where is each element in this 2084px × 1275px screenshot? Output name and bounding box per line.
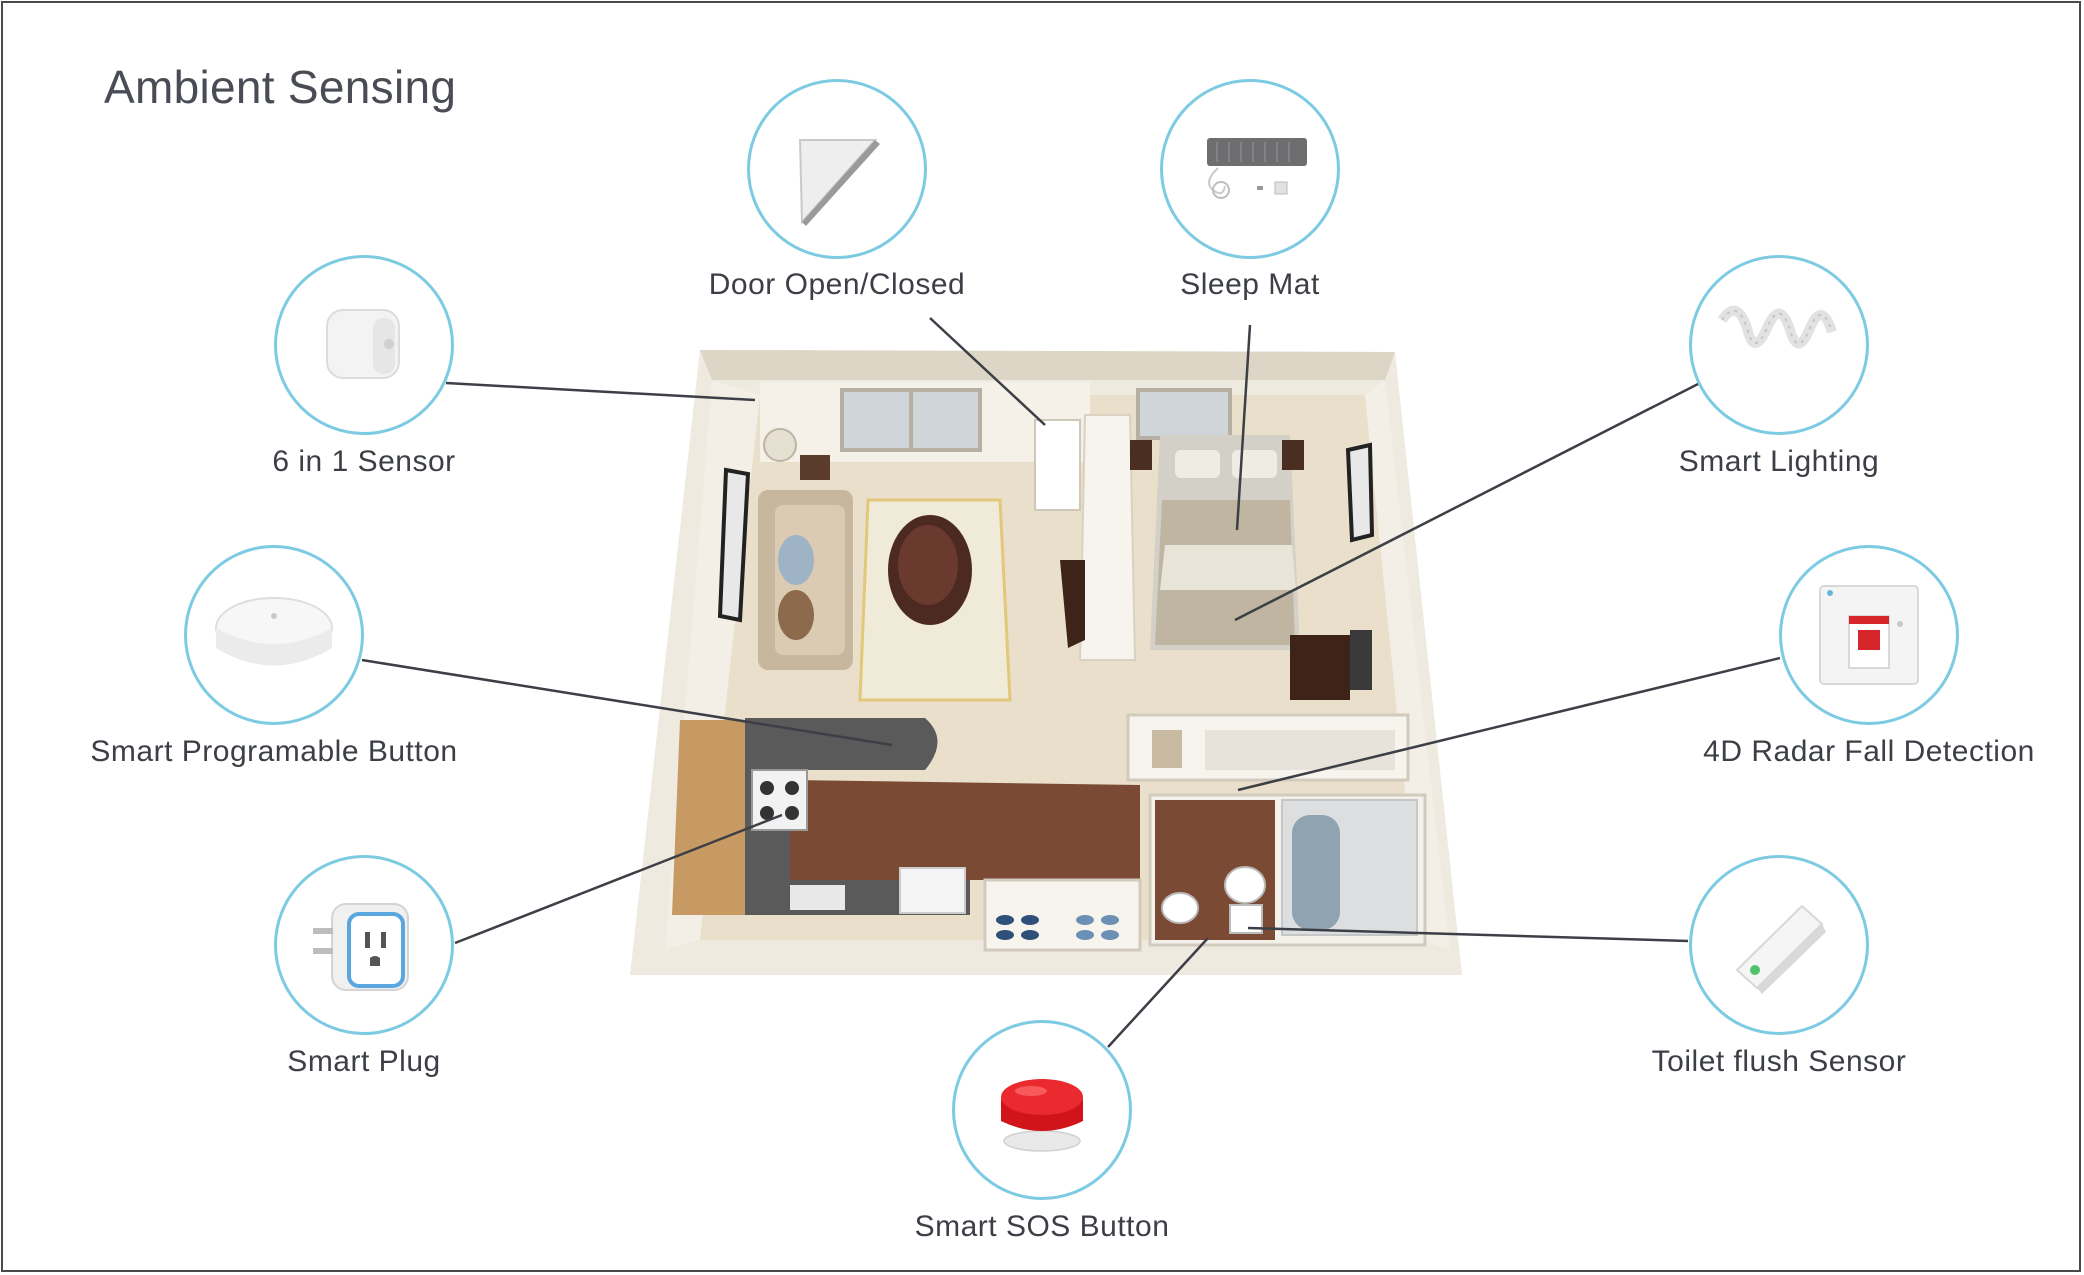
sleep-mat-label: Sleep Mat — [1180, 268, 1320, 301]
smart-button-badge[interactable] — [184, 545, 364, 725]
door-sensor-badge[interactable] — [747, 79, 927, 259]
radar-device-icon — [1819, 585, 1919, 685]
multi-sensor-label: 6 in 1 Sensor — [272, 445, 456, 478]
sos-button-badge[interactable] — [952, 1020, 1132, 1200]
smart-plug-icon — [313, 903, 409, 991]
multi-sensor-badge[interactable] — [274, 255, 454, 435]
smart-plug-badge[interactable] — [274, 855, 454, 1035]
sos-button-label: Smart SOS Button — [914, 1210, 1170, 1243]
door-sensor-icon — [798, 139, 880, 226]
led-strip-icon — [1717, 305, 1837, 349]
smart-button-icon — [215, 597, 333, 666]
smart-plug-label: Smart Plug — [287, 1045, 441, 1078]
door-sensor-label: Door Open/Closed — [708, 268, 966, 301]
radar-device-badge[interactable] — [1779, 545, 1959, 725]
radar-device-label: 4D Radar Fall Detection — [1703, 735, 2035, 768]
page-title: Ambient Sensing — [104, 61, 457, 113]
multi-sensor-icon — [326, 309, 400, 379]
sos-button-icon — [1001, 1079, 1083, 1152]
flush-sensor-badge[interactable] — [1689, 855, 1869, 1035]
sleep-mat-badge[interactable] — [1160, 79, 1340, 259]
led-strip-label: Smart Lighting — [1678, 445, 1880, 478]
smart-button-label: Smart Programable Button — [90, 735, 458, 768]
led-strip-badge[interactable] — [1689, 255, 1869, 435]
flush-sensor-icon — [1735, 904, 1826, 994]
sleep-mat-icon — [1207, 138, 1307, 199]
flush-sensor-label: Toilet flush Sensor — [1651, 1045, 1907, 1078]
